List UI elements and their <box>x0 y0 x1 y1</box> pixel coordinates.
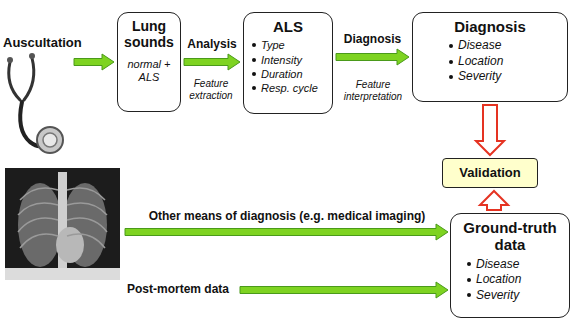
box-title: ALS <box>250 18 326 35</box>
step-note: Feature extraction <box>176 78 246 101</box>
bullet-item: Disease <box>419 38 561 54</box>
bullet-dot <box>252 86 256 90</box>
green-arrow <box>240 282 448 298</box>
edge-label: Diagnosis <box>344 33 401 47</box>
bullet-text: Duration <box>261 67 303 81</box>
bullet-dot <box>467 293 471 297</box>
bullet-text: Disease <box>458 38 501 54</box>
flow-arrow <box>336 49 409 65</box>
validation-box: Validation <box>442 158 538 188</box>
box-title: Ground-truth data <box>457 219 563 254</box>
input-label: Auscultation <box>3 36 82 51</box>
flow-arrow <box>184 54 240 70</box>
box-title: Validation <box>449 166 531 181</box>
xray-image <box>5 168 120 280</box>
green-arrow <box>74 54 114 70</box>
bullet-dot <box>252 58 256 62</box>
validation-arrow <box>480 191 508 210</box>
validation-arrow <box>476 105 504 155</box>
input-label: Post-mortem data <box>127 283 229 297</box>
bullet-item: Severity <box>457 288 563 304</box>
process-box: ALS TypeIntensityDurationResp. cycle <box>243 12 333 114</box>
stethoscope-icon <box>7 53 63 153</box>
bullet-dot <box>449 60 453 64</box>
process-box: DiagnosisDiseaseLocationSeverity <box>412 12 568 102</box>
bullet-dot <box>449 44 453 48</box>
bullet-item: Disease <box>457 257 563 273</box>
bullet-dot <box>252 43 256 47</box>
box-body: normal + ALS <box>124 58 174 84</box>
bullet-dot <box>467 278 471 282</box>
green-arrow <box>125 224 448 240</box>
data-box: Ground-truth dataDiseaseLocationSeverity <box>450 213 570 318</box>
bullet-text: Severity <box>458 69 501 85</box>
bullet-text: Location <box>458 54 503 70</box>
bullet-item: Duration <box>250 67 326 81</box>
input-label: Other means of diagnosis (e.g. medical i… <box>149 210 426 224</box>
bullet-item: Severity <box>419 69 561 85</box>
bullet-text: Location <box>476 272 521 288</box>
bullet-item: Resp. cycle <box>250 81 326 95</box>
bullet-dot <box>467 262 471 266</box>
box-title: Lung sounds <box>124 18 174 50</box>
bullet-text: Intensity <box>261 53 302 67</box>
bullet-item: Type <box>250 38 326 52</box>
bullet-text: Severity <box>476 288 519 304</box>
bullet-item: Intensity <box>250 53 326 67</box>
bullet-text: Resp. cycle <box>261 81 318 95</box>
bullet-item: Location <box>457 272 563 288</box>
step-note: Feature interpretation <box>335 79 411 102</box>
bullet-text: Disease <box>476 257 519 273</box>
process-box: Lung sounds normal + ALS <box>117 12 181 112</box>
bullet-text: Type <box>261 38 285 52</box>
bullet-dot <box>449 75 453 79</box>
box-title: Diagnosis <box>419 18 561 35</box>
edge-label: Analysis <box>187 38 236 52</box>
bullet-item: Location <box>419 54 561 70</box>
bullet-dot <box>252 72 256 76</box>
